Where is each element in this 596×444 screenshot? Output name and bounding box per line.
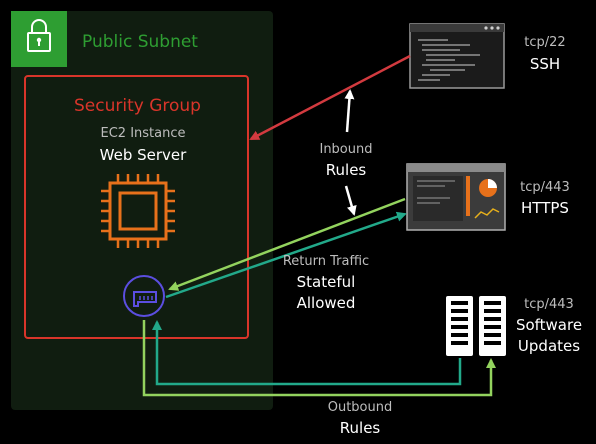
return-traffic-label: Return Traffic (282, 254, 370, 269)
return-traffic-arrow (165, 211, 407, 299)
https-name-label: HTTPS (521, 199, 569, 217)
network-interface-icon (123, 275, 165, 317)
inbound-rules-label: Rules (325, 161, 367, 179)
inbound-up-arrow (344, 89, 355, 133)
stateful-label: Stateful (296, 273, 356, 291)
server-rack-icon (446, 296, 506, 356)
allowed-label: Allowed (296, 294, 356, 312)
software-name-label: Software (515, 316, 583, 334)
software-name2-label: Updates (517, 337, 581, 355)
https-port-label: tcp/443 (520, 180, 570, 195)
outbound-rules-label: Rules (339, 419, 381, 437)
software-port-label: tcp/443 (524, 297, 574, 312)
outbound-label: Outbound (327, 400, 393, 415)
instance-type-label: EC2 Instance (100, 126, 186, 141)
ssh-name-label: SSH (529, 55, 561, 73)
ssh-port-label: tcp/22 (524, 35, 566, 50)
browser-dashboard-icon (406, 163, 506, 231)
inbound-label: Inbound (319, 142, 373, 157)
outbound-return-arrow (152, 320, 462, 386)
security-group-box (24, 75, 249, 339)
security-group-title: Security Group (74, 96, 201, 116)
public-subnet-title: Public Subnet (82, 32, 198, 52)
ssh-inbound-arrow (249, 54, 411, 141)
instance-name-label: Web Server (99, 146, 187, 164)
public-subnet-region (11, 11, 273, 410)
outbound-updates-arrow (142, 320, 496, 397)
ec2-chip-icon (101, 174, 175, 248)
https-inbound-arrow (168, 197, 406, 291)
lock-icon (11, 11, 67, 67)
inbound-down-arrow (344, 185, 357, 216)
terminal-window-icon (409, 23, 505, 89)
